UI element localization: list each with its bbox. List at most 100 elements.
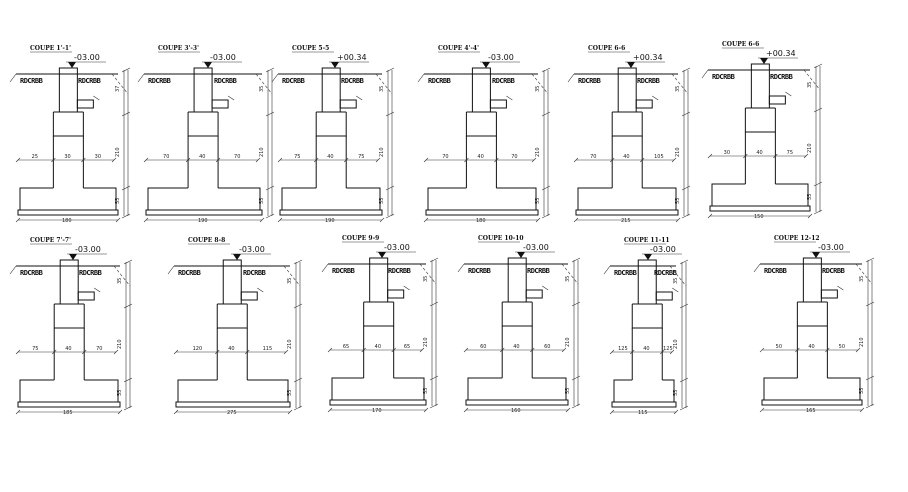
- dim-vtop: 35: [423, 276, 429, 282]
- dim-w3: 115: [263, 346, 273, 352]
- blinding-layer: [425, 209, 539, 216]
- dim-tick: [813, 107, 823, 113]
- blinding-layer: [279, 209, 383, 216]
- dim-base: 180: [476, 218, 486, 224]
- dim-vmid: 210: [673, 339, 679, 349]
- dim-w1: 75: [294, 154, 300, 160]
- dim-tick: [681, 185, 691, 191]
- dim-vbot: 55: [287, 390, 293, 396]
- slope-left: [9, 73, 17, 83]
- level-label: -03.00: [650, 245, 676, 254]
- level-label: +00.34: [766, 49, 796, 58]
- slope-line: [113, 265, 131, 287]
- dim-tick: [639, 157, 645, 163]
- soil-hatch-right: RDCRBB: [341, 77, 364, 85]
- dim-w3: 60: [544, 344, 550, 350]
- dim-vtop: 35: [675, 86, 681, 92]
- dim-vmid: 210: [287, 339, 293, 349]
- dim-base: 160: [511, 408, 521, 414]
- dim-vmid: 210: [675, 147, 681, 157]
- dim-vmid: 210: [807, 143, 813, 153]
- dim-tick: [115, 217, 121, 223]
- dim-tick: [121, 213, 131, 219]
- dim-tick: [669, 349, 675, 355]
- dim-tick: [123, 259, 133, 265]
- slope-line: [531, 73, 549, 95]
- dim-base: 190: [198, 218, 208, 224]
- footing-right: [346, 187, 381, 210]
- beam-stub: [489, 99, 507, 109]
- beam-callout: [652, 95, 659, 101]
- dim-tick: [464, 157, 469, 163]
- footing-right: [496, 187, 537, 210]
- level-label: -03.00: [384, 243, 410, 252]
- beam-stub: [76, 99, 94, 109]
- dim-tick: [375, 157, 381, 163]
- beam-callout: [227, 95, 235, 101]
- dim-w2: 40: [643, 346, 649, 352]
- dim-tick: [679, 377, 689, 383]
- pedestal: [363, 302, 395, 327]
- dim-vtop: 37: [115, 86, 121, 92]
- dim-tick: [121, 185, 131, 191]
- soil-hatch-right: RDCRBB: [770, 73, 793, 81]
- beam-callout: [542, 285, 549, 291]
- dim-base: 185: [63, 410, 73, 416]
- level-arrow-icon: [517, 252, 525, 258]
- dim-tick: [173, 349, 179, 355]
- dim-base: 150: [754, 214, 764, 220]
- dim-tick: [81, 349, 87, 355]
- dim-tick: [571, 301, 581, 307]
- dim-base: 170: [372, 408, 382, 414]
- beam-callout: [94, 287, 101, 293]
- dim-tick: [531, 157, 537, 163]
- dim-tick: [277, 157, 283, 163]
- dim-vbot: 55: [115, 198, 121, 204]
- beam-stub: [820, 289, 838, 299]
- dim-tick: [121, 67, 131, 73]
- dim-tick: [759, 347, 765, 353]
- dim-w2: 40: [623, 154, 629, 160]
- footing-right: [775, 183, 809, 206]
- dim-tick: [499, 347, 505, 353]
- dim-vbot: 55: [675, 198, 681, 204]
- dim-tick: [143, 217, 149, 223]
- beam-stub: [211, 99, 229, 109]
- dim-tick: [571, 257, 581, 263]
- dim-tick: [361, 347, 366, 353]
- column-stem: [222, 259, 242, 305]
- blinding-layer: [175, 401, 291, 408]
- dim-vbot: 55: [565, 388, 571, 394]
- dim-tick: [385, 213, 395, 219]
- soil-hatch-left: RDCRBB: [614, 269, 637, 277]
- dim-w3: 30: [95, 154, 101, 160]
- dim-tick: [15, 349, 21, 355]
- blinding-layer: [329, 399, 427, 406]
- dim-tick: [463, 347, 469, 353]
- dim-tick: [865, 257, 875, 263]
- column-stem: [637, 259, 657, 305]
- slope-line: [255, 73, 273, 95]
- dim-tick: [707, 213, 713, 219]
- level-arrow-icon: [644, 254, 652, 260]
- footing-left: [331, 377, 364, 400]
- slope-left: [9, 265, 17, 275]
- column-stem: [193, 67, 213, 113]
- dim-tick: [15, 157, 21, 163]
- level-label: -03.00: [488, 53, 514, 62]
- dim-tick: [293, 405, 303, 411]
- pedestal: [187, 112, 219, 137]
- soil-hatch-right: RDCRBB: [527, 267, 550, 275]
- pedestal: [631, 304, 663, 329]
- column-stem: [750, 63, 770, 109]
- slope-line: [669, 265, 687, 287]
- dim-w3: 70: [234, 154, 240, 160]
- blinding-layer: [709, 205, 811, 212]
- dim-vmid: 210: [859, 337, 865, 347]
- dim-tick: [679, 303, 689, 309]
- dim-tick: [15, 409, 21, 415]
- dim-tick: [673, 409, 679, 415]
